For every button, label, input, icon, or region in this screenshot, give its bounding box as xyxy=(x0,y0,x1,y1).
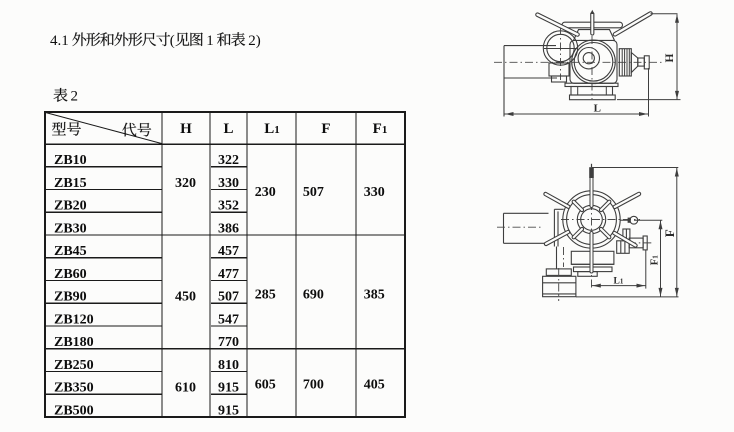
svg-text:547: 547 xyxy=(218,312,239,327)
svg-text:230: 230 xyxy=(255,185,276,200)
svg-text:700: 700 xyxy=(303,378,324,393)
svg-text:450: 450 xyxy=(175,290,196,305)
svg-text:ZB250: ZB250 xyxy=(54,358,94,373)
svg-text:330: 330 xyxy=(218,176,239,191)
svg-text:507: 507 xyxy=(218,290,239,305)
svg-text:320: 320 xyxy=(175,176,196,191)
svg-text:352: 352 xyxy=(218,199,239,214)
svg-text:ZB30: ZB30 xyxy=(54,221,87,236)
svg-text:457: 457 xyxy=(218,244,239,259)
svg-text:1: 1 xyxy=(206,33,214,49)
svg-text:F1: F1 xyxy=(649,255,660,265)
svg-text:385: 385 xyxy=(364,288,385,303)
svg-text:ZB180: ZB180 xyxy=(54,335,94,350)
svg-text:285: 285 xyxy=(255,288,276,303)
svg-text:690: 690 xyxy=(303,288,324,303)
svg-text:ZB120: ZB120 xyxy=(54,312,94,327)
svg-text:F1: F1 xyxy=(373,121,388,137)
svg-text:386: 386 xyxy=(218,221,239,236)
svg-text:4.1: 4.1 xyxy=(50,33,69,49)
svg-text:ZB20: ZB20 xyxy=(54,199,87,214)
svg-text:ZB10: ZB10 xyxy=(54,153,87,168)
svg-text:322: 322 xyxy=(218,153,239,168)
svg-text:477: 477 xyxy=(218,267,239,282)
svg-text:405: 405 xyxy=(364,378,385,393)
svg-text:915: 915 xyxy=(218,403,239,418)
svg-text:L: L xyxy=(594,102,601,114)
svg-text:ZB90: ZB90 xyxy=(54,290,87,305)
svg-text:L1: L1 xyxy=(614,276,624,286)
svg-text:ZB500: ZB500 xyxy=(54,403,94,418)
svg-text:605: 605 xyxy=(255,378,276,393)
svg-text:ZB60: ZB60 xyxy=(54,267,87,282)
svg-text:ZB350: ZB350 xyxy=(54,381,94,396)
svg-text:L: L xyxy=(223,121,233,137)
svg-text:330: 330 xyxy=(364,185,385,200)
svg-text:507: 507 xyxy=(303,185,324,200)
svg-text:2): 2) xyxy=(248,33,261,49)
svg-text:ZB45: ZB45 xyxy=(54,244,87,259)
svg-text:H: H xyxy=(664,54,676,63)
svg-text:770: 770 xyxy=(218,335,239,350)
svg-text:F: F xyxy=(662,229,677,237)
svg-text:ZB15: ZB15 xyxy=(54,176,87,191)
svg-text:610: 610 xyxy=(175,381,196,396)
svg-text:(: ( xyxy=(170,33,175,49)
svg-text:H: H xyxy=(180,121,192,137)
svg-text:915: 915 xyxy=(218,381,239,396)
svg-text:810: 810 xyxy=(218,358,239,373)
svg-text:2: 2 xyxy=(71,89,79,105)
svg-text:L1: L1 xyxy=(264,121,280,137)
svg-text:F: F xyxy=(321,121,330,137)
